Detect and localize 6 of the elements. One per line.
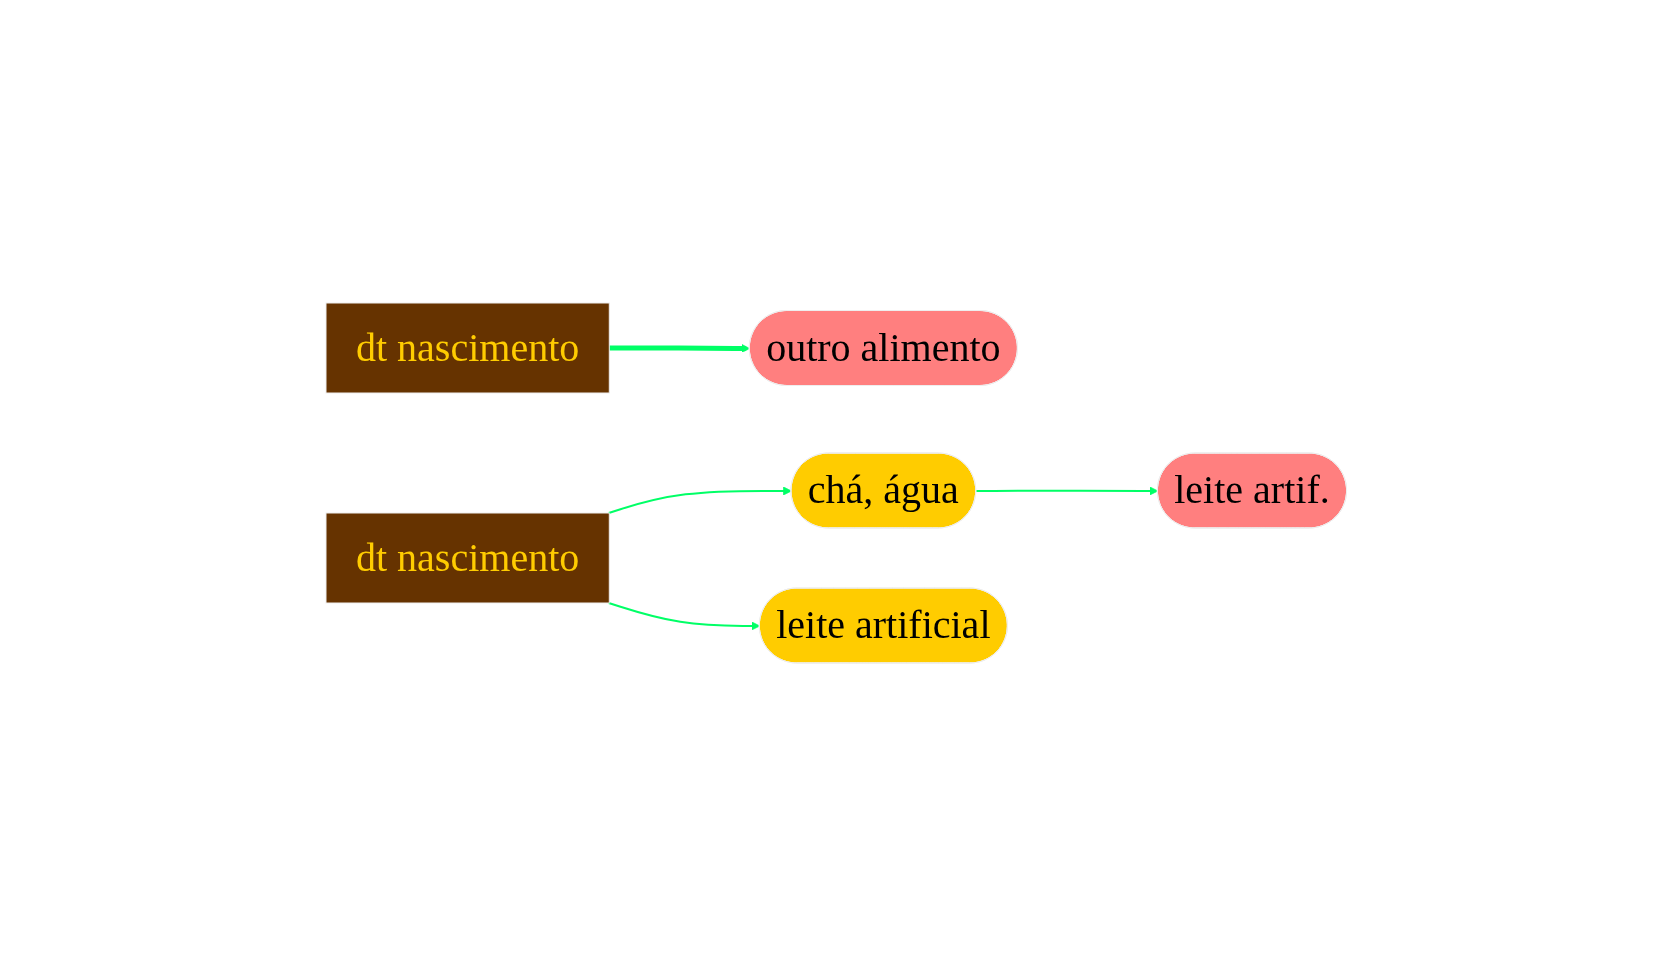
node-box: dt nascimento — [325, 302, 610, 394]
arrow — [607, 486, 792, 514]
arrow — [609, 344, 750, 353]
arrow — [607, 602, 760, 631]
arrow — [974, 486, 1158, 496]
node-box: dt nascimento — [325, 512, 610, 604]
